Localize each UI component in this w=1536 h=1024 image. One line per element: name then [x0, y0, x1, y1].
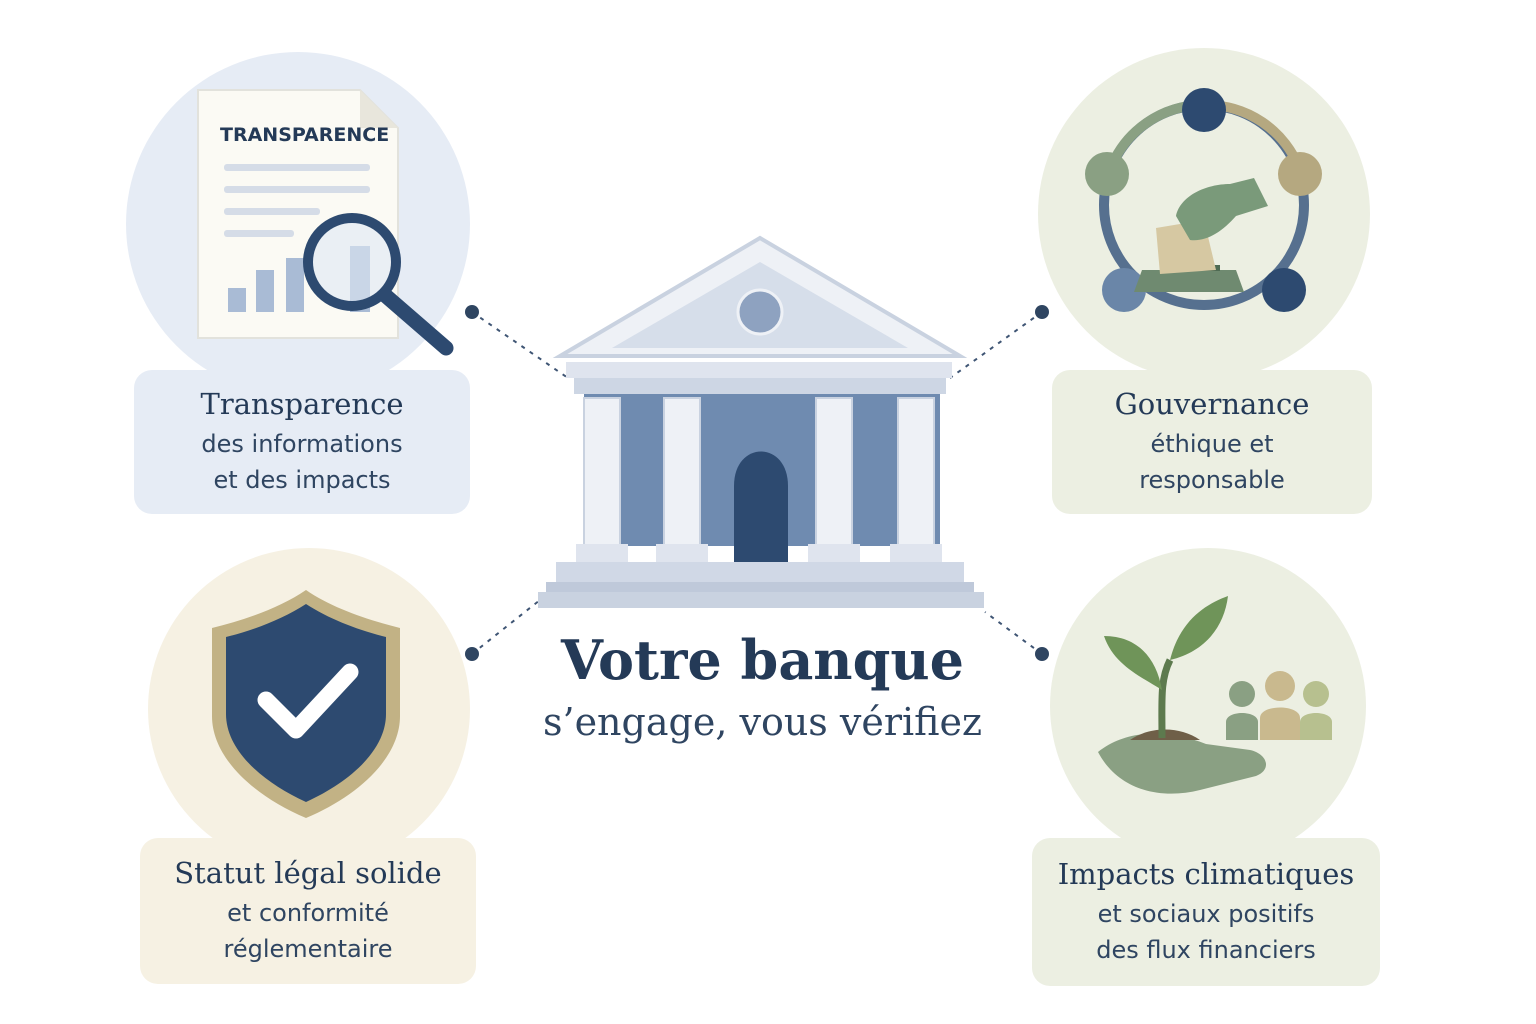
shield-check-icon — [212, 590, 400, 818]
impacts-card: Impacts climatiques et sociaux positifs … — [1032, 838, 1380, 986]
transparency-title: Transparence — [200, 386, 404, 421]
transparency-line1: des informations — [201, 430, 403, 459]
connector-dot-tr — [1035, 305, 1049, 319]
bank-building-icon — [538, 235, 984, 608]
legal-card: Statut légal solide et conformité réglem… — [140, 838, 476, 984]
ballot-vote-cycle-icon — [1085, 88, 1322, 312]
transparency-line2: et des impacts — [213, 466, 391, 495]
plant-hand-people-icon — [1098, 596, 1332, 794]
connector-dot-tl — [465, 305, 479, 319]
legal-title: Statut légal solide — [174, 855, 442, 890]
center-subtitle: s’engage, vous vérifiez — [542, 700, 983, 744]
impacts-line2: des flux financiers — [1096, 936, 1316, 965]
transparency-card: Transparence des informations et des imp… — [134, 370, 470, 514]
connector-dot-bl — [465, 647, 479, 661]
governance-card: Gouvernance éthique et responsable — [1052, 370, 1372, 514]
document-magnifier-icon — [197, 89, 454, 356]
governance-title: Gouvernance — [1114, 386, 1310, 421]
governance-line1: éthique et — [1150, 430, 1274, 459]
center-title: Votre banque — [561, 628, 964, 692]
legal-line2: réglementaire — [223, 935, 393, 964]
connector-dot-br — [1035, 647, 1049, 661]
document-title-label: TRANSPARENCE — [220, 124, 390, 146]
legal-line1: et conformité — [227, 899, 389, 928]
impacts-title: Impacts climatiques — [1057, 856, 1355, 891]
connector-lines — [471, 311, 1043, 655]
governance-line2: responsable — [1139, 466, 1285, 495]
impacts-line1: et sociaux positifs — [1097, 900, 1315, 929]
